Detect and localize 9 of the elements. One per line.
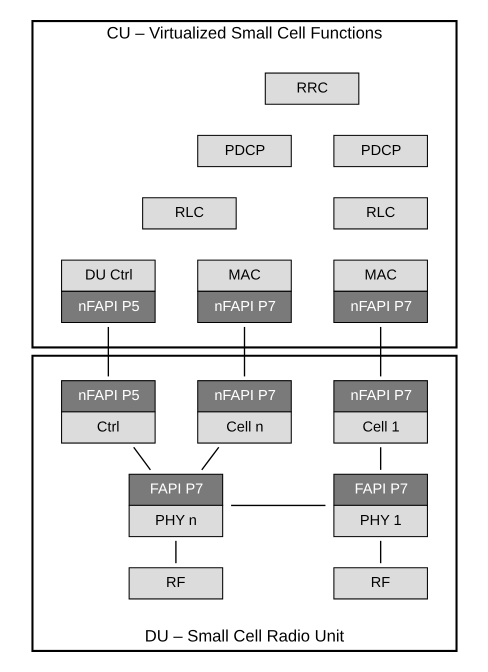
connector (379, 326, 381, 376)
connector (200, 446, 219, 470)
connector (379, 447, 381, 470)
connector (107, 326, 109, 376)
connector (230, 504, 325, 506)
connector (243, 326, 245, 376)
connector (132, 446, 150, 470)
connector (379, 540, 381, 564)
connector (174, 540, 176, 564)
